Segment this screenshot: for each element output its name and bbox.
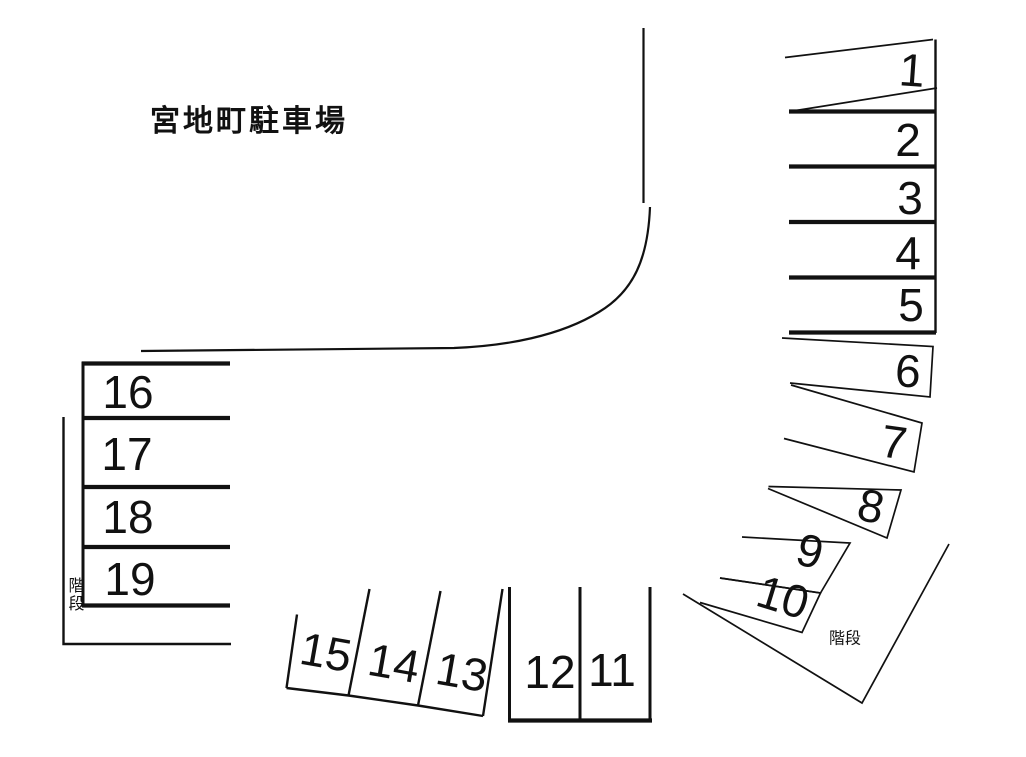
- space-5-label: 5: [898, 279, 924, 331]
- right-column-spaces-1-5: 1 2 3 4 5: [784, 38, 938, 335]
- stairs-right-label: 階段: [829, 630, 861, 648]
- space-13-label: 13: [432, 642, 491, 702]
- page-title: 宮地町駐車場: [150, 105, 348, 138]
- space-15-left-line: [285, 614, 299, 689]
- stairs-right: 階段: [682, 543, 950, 705]
- stairs-right-boundary-line: [682, 543, 950, 705]
- bottom-block-spaces-13-15: 15 14 13: [285, 588, 504, 718]
- space-6-outline: [781, 337, 934, 398]
- space-3-label: 3: [897, 172, 923, 224]
- space-18-label: 18: [102, 491, 153, 543]
- bottom-block-spaces-11-12: 12 11: [508, 587, 652, 723]
- space-6-label: 6: [894, 344, 922, 397]
- space-4-label: 4: [895, 227, 921, 279]
- space-12-label: 12: [524, 646, 575, 698]
- space-13-right-line: [481, 588, 504, 717]
- space-19-label: 19: [104, 553, 155, 605]
- space-10-outline: [699, 577, 822, 634]
- space-7-outline: [783, 384, 923, 474]
- space-8-label: 8: [853, 478, 889, 534]
- space-8-outline: [767, 485, 903, 540]
- space-14-label: 14: [364, 633, 423, 693]
- stairs-left: 階段: [62, 417, 231, 646]
- road: [140, 28, 652, 353]
- stairs-left-boundary-line: [62, 417, 231, 646]
- left-block-spaces-16-19: 16 17 18 19: [81, 361, 230, 608]
- road-curve-line: [140, 206, 652, 353]
- space-9-label: 9: [791, 523, 829, 580]
- space-17-label: 17: [101, 428, 152, 480]
- space-14-13-divider: [416, 590, 442, 706]
- space-1-top-line: [784, 38, 934, 59]
- right-fan-spaces-6-10: 6 7 8 9 10: [699, 337, 934, 634]
- space-2-label: 2: [895, 114, 921, 166]
- space-1-label: 1: [897, 43, 926, 97]
- space-7-label: 7: [878, 414, 911, 469]
- space-15-14-divider: [347, 588, 371, 696]
- space-15-label: 15: [296, 622, 355, 682]
- space-11-label: 11: [588, 644, 636, 696]
- space-1-bottom-line: [795, 87, 938, 112]
- spaces-13-15-bottom-line: [286, 686, 484, 718]
- space-16-label: 16: [102, 366, 153, 418]
- stairs-left-label: 階段: [66, 577, 85, 613]
